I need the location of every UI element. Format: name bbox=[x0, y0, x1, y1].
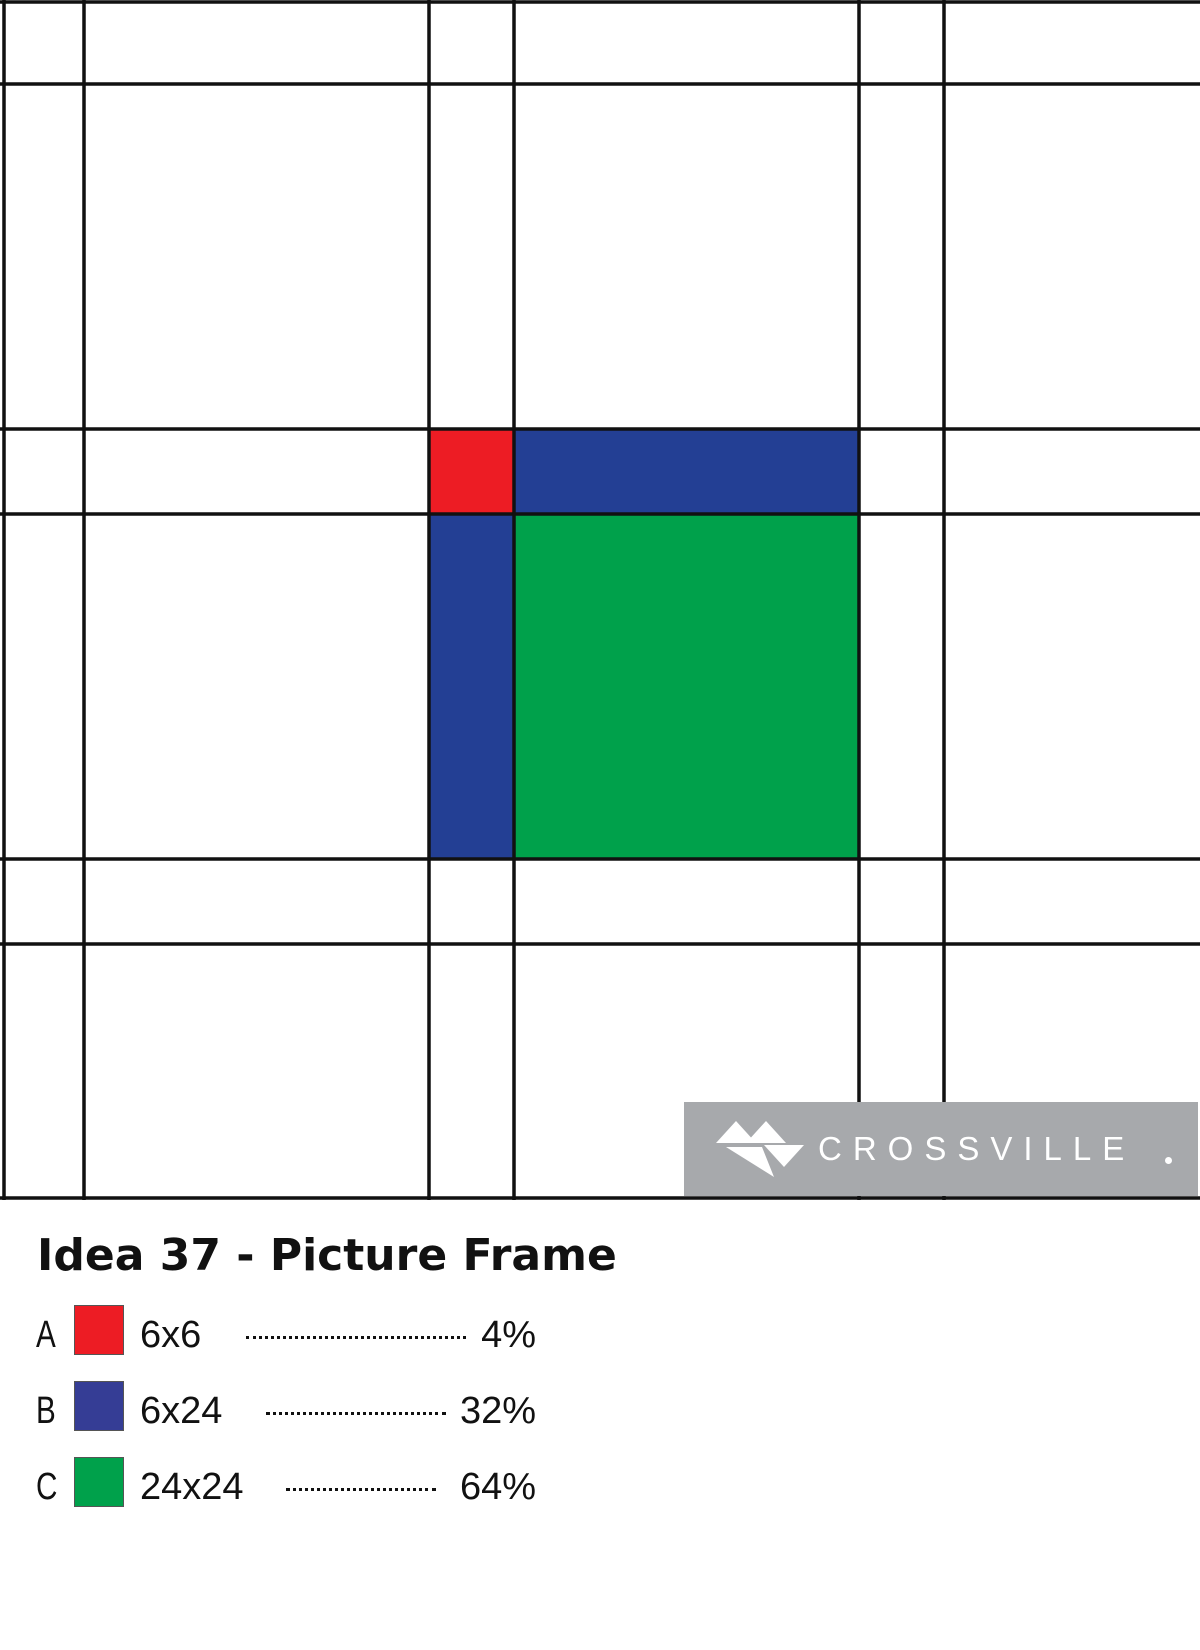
legend-percent: 32% bbox=[459, 1390, 536, 1432]
page-title: Idea 37 - Picture Frame bbox=[37, 1230, 617, 1281]
crossville-wordmark: CROSSVILLE bbox=[818, 1130, 1136, 1167]
leader-dots bbox=[286, 1488, 436, 1491]
tile-b-horizontal bbox=[514, 429, 859, 514]
legend-swatch-blue bbox=[74, 1381, 124, 1431]
leader-dots bbox=[266, 1412, 446, 1415]
legend-item-a: A 6x6 4% bbox=[36, 1305, 556, 1359]
legend-swatch-red bbox=[74, 1305, 124, 1355]
legend-letter: B bbox=[36, 1390, 56, 1432]
legend-size: 24x24 bbox=[140, 1466, 244, 1508]
tile-b-vertical bbox=[429, 514, 514, 859]
tile-layout-diagram bbox=[0, 0, 1200, 1200]
legend-percent: 4% bbox=[481, 1314, 536, 1356]
legend-item-b: B 6x24 32% bbox=[36, 1381, 556, 1435]
registered-mark-icon bbox=[1165, 1157, 1172, 1164]
legend-size: 6x6 bbox=[140, 1314, 202, 1356]
legend-letter: A bbox=[36, 1314, 56, 1356]
legend-letter: C bbox=[36, 1466, 58, 1508]
legend-swatch-green bbox=[74, 1457, 124, 1507]
legend-size: 6x24 bbox=[140, 1390, 223, 1432]
legend-item-c: C 24x24 64% bbox=[36, 1457, 556, 1511]
crossville-logo-icon bbox=[716, 1121, 804, 1177]
tile-a-corner bbox=[429, 429, 514, 514]
leader-dots bbox=[246, 1336, 466, 1339]
tile-c-square bbox=[514, 514, 859, 859]
crossville-logo: CROSSVILLE bbox=[684, 1102, 1198, 1196]
legend-percent: 64% bbox=[459, 1466, 536, 1508]
grout-lines bbox=[0, 0, 1200, 1200]
